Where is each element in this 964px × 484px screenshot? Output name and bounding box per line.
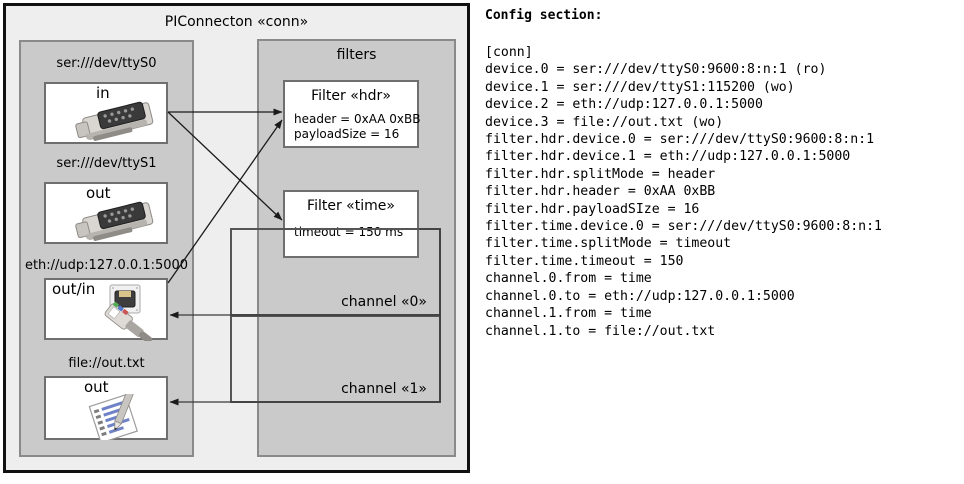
config-line: channel.1.to = file://out.txt xyxy=(485,323,716,339)
config-line: filter.hdr.device.0 = ser:///dev/ttyS0:9… xyxy=(485,132,875,148)
channel-box-1[interactable]: channel «1» xyxy=(230,315,441,403)
device-box-ttys0[interactable]: in xyxy=(44,82,168,144)
config-line: filter.time.timeout = 150 xyxy=(485,253,684,269)
device-direction-eth: out/in xyxy=(52,280,96,298)
config-line: filter.time.device.0 = ser:///dev/ttyS0:… xyxy=(485,219,882,235)
piconnecton-diagram: PIConnecton «conn» ser:///dev/ttyS0 in xyxy=(0,0,474,484)
channel-label-0: channel «0» xyxy=(341,294,427,310)
device-box-file[interactable]: out xyxy=(44,376,168,440)
device-direction-ttys1: out xyxy=(86,184,111,202)
config-line: channel.1.from = time xyxy=(485,306,652,322)
config-heading: Config section: xyxy=(485,8,603,23)
config-line: [conn] xyxy=(485,45,533,60)
channel-box-0[interactable]: channel «0» xyxy=(230,228,441,316)
config-line: filter.time.splitMode = timeout xyxy=(485,236,732,252)
serial-port-icon xyxy=(75,101,154,141)
device-label-ttys0: ser:///dev/ttyS0 xyxy=(56,56,157,71)
filters-panel-title: filters xyxy=(336,47,377,63)
config-line: device.3 = file://out.txt (wo) xyxy=(485,114,724,130)
device-direction-ttys0: in xyxy=(96,84,110,102)
filter-title-time: Filter «time» xyxy=(307,198,395,214)
frame-title: PIConnecton «conn» xyxy=(164,14,309,30)
device-label-ttys1: ser:///dev/ttyS1 xyxy=(56,156,157,171)
filter-box-hdr[interactable]: Filter «hdr» header = 0xAA 0xBB payloadS… xyxy=(283,80,421,148)
device-box-ttys1[interactable]: out xyxy=(44,182,168,244)
text-file-icon xyxy=(88,394,138,440)
config-line: filter.hdr.device.1 = eth://udp:127.0.0.… xyxy=(485,149,851,165)
config-section: Config section: [conn] device.0 = ser:///… xyxy=(481,0,964,484)
config-line: device.0 = ser:///dev/ttyS0:9600:8:n:1 (… xyxy=(485,62,827,78)
config-line: channel.0.from = time xyxy=(485,271,652,287)
device-box-eth[interactable]: out/in xyxy=(44,278,168,341)
filter-prop-payloadsize: payloadSize = 16 xyxy=(294,127,400,141)
config-text-block: [conn] device.0 = ser:///dev/ttyS0:9600:8… xyxy=(485,44,882,340)
filter-prop-header: header = 0xAA 0xBB xyxy=(294,112,421,126)
device-label-eth: eth://udp:127.0.0.1:5000 xyxy=(24,258,189,273)
device-direction-file: out xyxy=(84,378,109,396)
channel-label-1: channel «1» xyxy=(341,381,427,397)
filter-title-hdr: Filter «hdr» xyxy=(311,88,391,104)
config-line: filter.hdr.splitMode = header xyxy=(485,166,716,182)
device-label-file: file://out.txt xyxy=(68,356,145,371)
serial-port-icon xyxy=(75,201,154,241)
config-line: device.1 = ser:///dev/ttyS1:115200 (wo) xyxy=(485,79,795,95)
config-line: device.2 = eth://udp:127.0.0.1:5000 xyxy=(485,97,763,113)
ethernet-plug-icon xyxy=(104,284,153,341)
config-line: channel.0.to = eth://udp:127.0.0.1:5000 xyxy=(485,288,795,304)
config-line: filter.hdr.payloadSIze = 16 xyxy=(485,201,700,217)
config-line: filter.hdr.header = 0xAA 0xBB xyxy=(485,184,716,200)
